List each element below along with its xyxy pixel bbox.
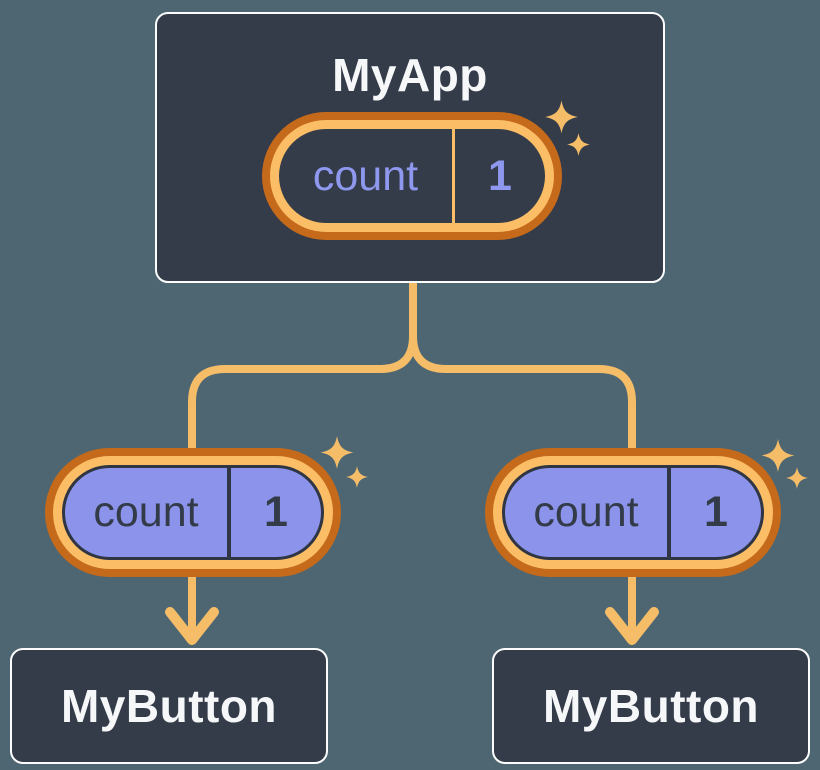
- component-node-mybutton-left: MyButton: [10, 648, 328, 764]
- state-pill-myapp: count 1: [262, 112, 562, 240]
- prop-value: 1: [264, 488, 288, 536]
- prop-label: count: [533, 488, 639, 536]
- arrow-down-icon: [165, 607, 219, 645]
- branch-right-line: [409, 280, 636, 637]
- sparkle-icon: [786, 467, 808, 489]
- sparkle-icon: [761, 439, 795, 472]
- sparkle-icon: [567, 133, 590, 156]
- pill-divider: [452, 129, 455, 223]
- sparkle-icon: [346, 466, 368, 488]
- prop-pill-right: count 1: [485, 448, 781, 577]
- prop-pill-core: count 1: [502, 465, 764, 560]
- state-pill-ring: count 1: [270, 120, 554, 232]
- state-pill-core: count 1: [279, 129, 545, 223]
- sparkle-icon: [545, 100, 578, 134]
- component-node-mybutton-right: MyButton: [492, 648, 810, 764]
- sparkle-icon: [320, 436, 354, 469]
- pill-divider: [227, 468, 231, 557]
- prop-value: 1: [704, 488, 728, 536]
- component-title: MyButton: [542, 680, 760, 732]
- prop-pill-left: count 1: [45, 448, 341, 577]
- prop-pill-ring: count 1: [53, 456, 333, 569]
- state-label: count: [312, 151, 419, 200]
- pill-divider: [667, 468, 671, 557]
- arrow-down-icon: [605, 607, 659, 645]
- component-title: MyApp: [332, 49, 488, 101]
- prop-pill-core: count 1: [62, 465, 324, 560]
- component-title: MyButton: [60, 680, 278, 732]
- prop-label: count: [93, 488, 199, 536]
- prop-pill-ring: count 1: [493, 456, 773, 569]
- state-value: 1: [488, 151, 512, 200]
